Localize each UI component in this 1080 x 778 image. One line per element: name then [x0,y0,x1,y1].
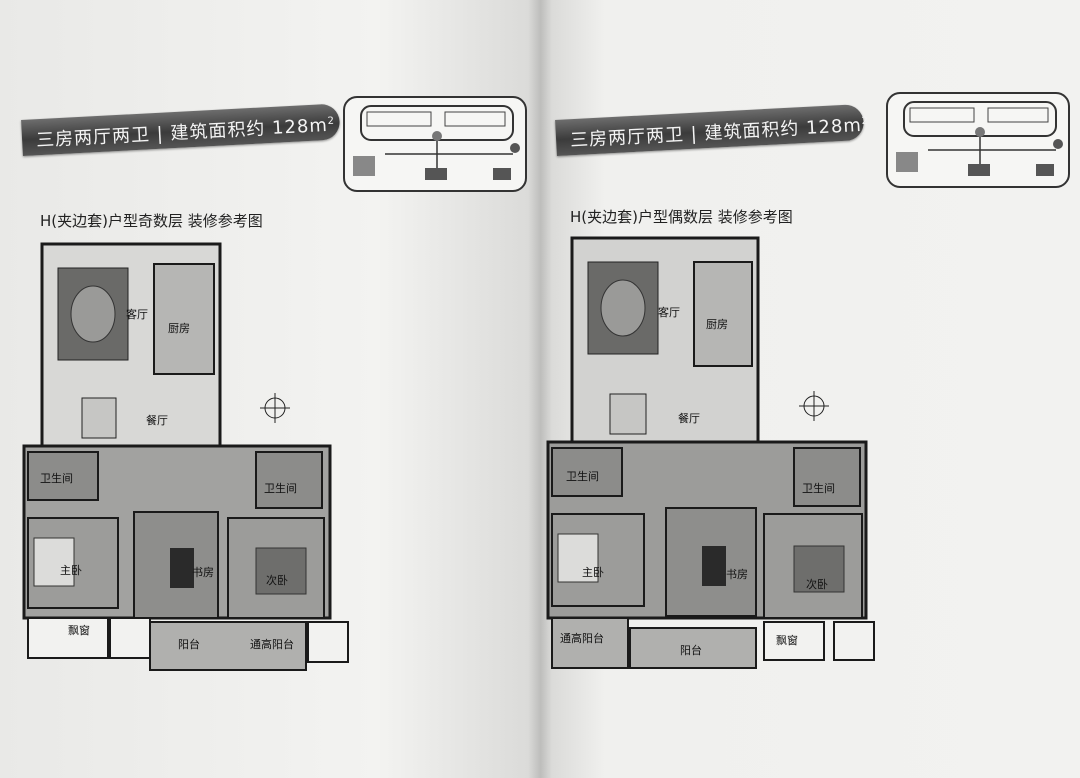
floor-plan: 客厅 厨房 餐厅 卫生间 卫生间 主卧 书房 次卧 通高阳台 阳台 飘窗 [544,232,884,672]
room-label-second: 次卧 [266,574,288,587]
room-label-balcony: 阳台 [178,638,200,651]
room-label-bay: 飘窗 [68,624,90,637]
room-label-high-balcony: 通高阳台 [560,632,604,645]
room-label-kitchen: 厨房 [706,318,728,331]
room-label-master: 主卧 [60,564,82,577]
floor-plan-drawing [22,242,349,671]
room-label-master: 主卧 [582,566,604,579]
floor-plan-drawing [546,236,875,669]
plan-title: H(夹边套)户型偶数层 装修参考图 [570,208,793,226]
site-map-drawing [896,101,1063,176]
room-label-study: 书房 [726,568,748,581]
room-label-study: 书房 [192,566,214,579]
room-label-bath-left: 卫生间 [566,470,599,483]
plan-title: H(夹边套)户型奇数层 装修参考图 [40,212,263,230]
banner-sup: 2 [327,115,336,127]
room-label-high-balcony: 通高阳台 [250,638,294,651]
room-label-bath-right: 卫生间 [264,482,297,495]
site-location-map [886,92,1070,188]
room-label-bay: 飘窗 [776,634,798,647]
banner-sup: 2 [861,115,870,127]
floor-plan: 客厅 厨房 餐厅 卫生间 卫生间 主卧 书房 次卧 飘窗 阳台 通高阳台 [20,238,360,678]
room-label-balcony: 阳台 [680,644,702,657]
site-map-drawing [353,105,520,180]
room-label-bath-left: 卫生间 [40,472,73,485]
room-label-living: 客厅 [658,306,680,319]
room-label-dining: 餐厅 [146,414,168,427]
book-fold [528,0,552,778]
room-label-living: 客厅 [126,308,148,321]
room-label-kitchen: 厨房 [168,322,190,335]
room-label-bath-right: 卫生间 [802,482,835,495]
site-location-map [343,96,527,192]
room-label-dining: 餐厅 [678,412,700,425]
room-label-second: 次卧 [806,578,828,591]
